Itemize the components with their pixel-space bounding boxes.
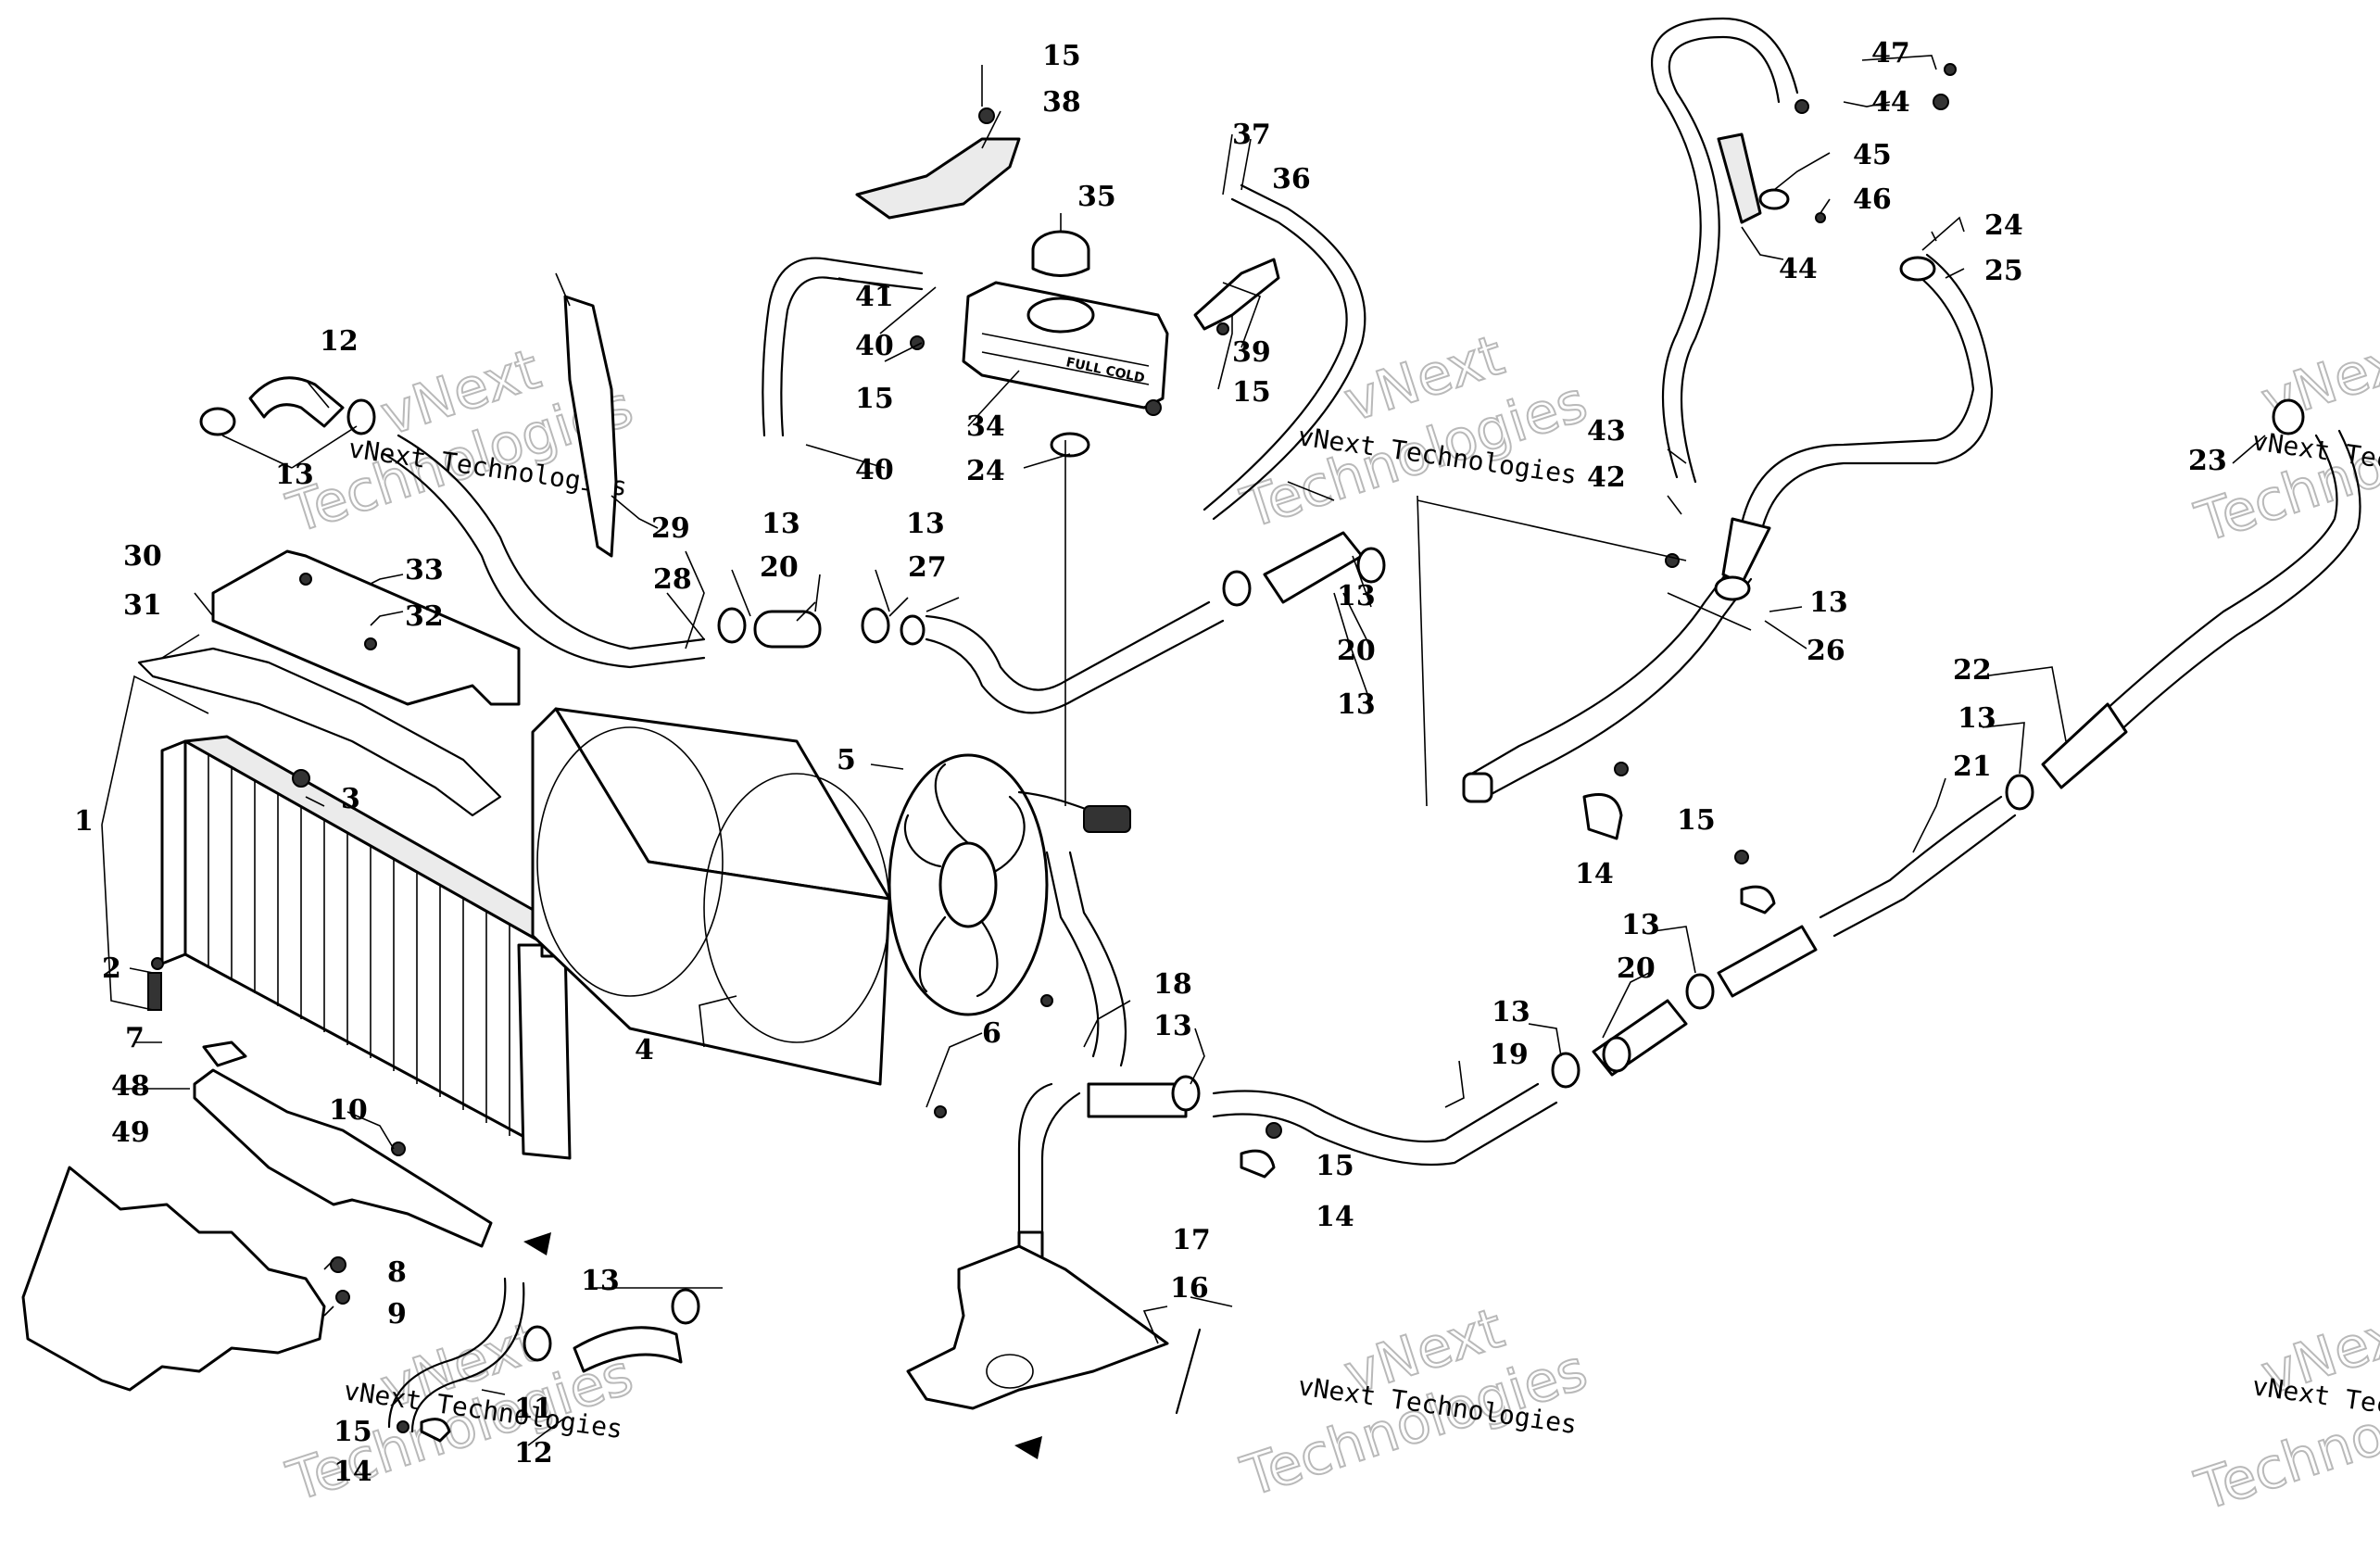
bracket-30 bbox=[211, 549, 521, 706]
callout-20-b: 20 bbox=[1337, 635, 1376, 667]
callout-27: 27 bbox=[908, 551, 947, 584]
guard-49 bbox=[21, 1166, 326, 1392]
callout-25: 25 bbox=[1984, 255, 2023, 287]
callout-8: 8 bbox=[387, 1256, 407, 1289]
callout-23: 23 bbox=[2188, 445, 2227, 477]
callout-9: 9 bbox=[387, 1298, 407, 1331]
callouts: 1 2 3 4 5 6 7 8 9 10 11 12 12 13 13 13 1… bbox=[74, 37, 2227, 1488]
callout-13-e: 13 bbox=[1337, 688, 1376, 721]
callout-48: 48 bbox=[111, 1070, 150, 1103]
cooling-fan bbox=[888, 753, 1131, 1016]
callout-45: 45 bbox=[1853, 139, 1892, 171]
direction-markers bbox=[523, 1232, 1042, 1459]
callout-19: 19 bbox=[1490, 1039, 1529, 1071]
callout-30: 30 bbox=[123, 540, 162, 573]
callout-26: 26 bbox=[1807, 635, 1845, 667]
fan-shroud bbox=[531, 707, 891, 1086]
strap-31 bbox=[137, 647, 502, 817]
callout-37: 37 bbox=[1232, 119, 1271, 151]
callout-15-e: 15 bbox=[1316, 1150, 1354, 1182]
callout-33: 33 bbox=[405, 554, 444, 586]
callout-6: 6 bbox=[982, 1017, 1001, 1050]
fasteners bbox=[151, 63, 1957, 1433]
callout-15-f: 15 bbox=[334, 1416, 372, 1448]
callout-1: 1 bbox=[74, 805, 94, 838]
tank-bracket bbox=[855, 137, 1021, 220]
leader-lines bbox=[101, 55, 2266, 1446]
callout-24-a: 24 bbox=[966, 455, 1005, 487]
callout-14-c: 14 bbox=[334, 1456, 372, 1488]
callout-4: 4 bbox=[635, 1034, 654, 1066]
callout-12-lower: 12 bbox=[514, 1437, 553, 1469]
callout-14-a: 14 bbox=[1575, 858, 1614, 890]
callout-34: 34 bbox=[966, 410, 1005, 443]
radiator bbox=[147, 735, 581, 1160]
callout-12-upper: 12 bbox=[320, 325, 359, 358]
callout-2: 2 bbox=[102, 952, 121, 985]
callout-13-j: 13 bbox=[1153, 1010, 1192, 1042]
callout-44-a: 44 bbox=[1779, 253, 1818, 285]
tank-mount bbox=[1193, 258, 1280, 331]
callout-20-a: 20 bbox=[760, 551, 799, 584]
callout-14-b: 14 bbox=[1316, 1201, 1354, 1233]
callout-15-b: 15 bbox=[855, 383, 894, 415]
callout-13-i: 13 bbox=[1492, 996, 1530, 1028]
callout-40-b: 40 bbox=[855, 454, 894, 486]
hose-clamps bbox=[199, 256, 2305, 1362]
callout-13-a: 13 bbox=[275, 459, 314, 491]
p-clamps bbox=[420, 793, 1776, 1443]
callout-7: 7 bbox=[125, 1022, 145, 1054]
callout-41: 41 bbox=[855, 281, 894, 313]
callout-38: 38 bbox=[1042, 86, 1081, 119]
callout-36: 36 bbox=[1272, 163, 1311, 196]
marker-arrow-lower-left bbox=[523, 1232, 551, 1255]
callout-46: 46 bbox=[1853, 183, 1892, 216]
callout-49: 49 bbox=[111, 1116, 150, 1149]
callout-13-g: 13 bbox=[1958, 702, 1996, 735]
callout-13-b: 13 bbox=[762, 508, 800, 540]
callout-43: 43 bbox=[1587, 415, 1626, 448]
deflector-29 bbox=[563, 295, 618, 558]
callout-13-c: 13 bbox=[906, 508, 945, 540]
callout-35: 35 bbox=[1077, 181, 1116, 213]
coolant-tank: FULL COLD bbox=[962, 230, 1169, 410]
callout-40-a: 40 bbox=[855, 330, 894, 362]
callout-17: 17 bbox=[1172, 1224, 1211, 1256]
callout-22: 22 bbox=[1953, 654, 1992, 687]
callout-39: 39 bbox=[1232, 336, 1271, 369]
callout-47: 47 bbox=[1871, 37, 1910, 69]
cable-tie-16 bbox=[1175, 1328, 1202, 1415]
callout-31: 31 bbox=[123, 589, 162, 622]
marker-arrow-lower-center bbox=[1014, 1436, 1042, 1459]
callout-28: 28 bbox=[653, 563, 692, 596]
callout-10: 10 bbox=[329, 1094, 368, 1127]
callout-15-c: 15 bbox=[1232, 376, 1271, 409]
callout-18: 18 bbox=[1153, 968, 1192, 1001]
bracket-48 bbox=[193, 1068, 493, 1248]
callout-13-f: 13 bbox=[1809, 586, 1848, 619]
callout-21: 21 bbox=[1953, 750, 1992, 783]
bracket-17 bbox=[906, 1244, 1169, 1410]
callout-29: 29 bbox=[651, 512, 690, 545]
callout-13-h: 13 bbox=[1621, 909, 1660, 941]
hoses bbox=[248, 17, 2361, 1433]
callout-3: 3 bbox=[341, 783, 360, 815]
callout-13-k: 13 bbox=[581, 1265, 620, 1297]
callout-20-c: 20 bbox=[1617, 952, 1656, 985]
callout-15-a: 15 bbox=[1042, 40, 1081, 72]
callout-15-d: 15 bbox=[1677, 804, 1716, 837]
callout-24-b: 24 bbox=[1984, 209, 2023, 242]
callout-44-b: 44 bbox=[1871, 86, 1910, 119]
callout-16: 16 bbox=[1170, 1272, 1209, 1305]
callout-13-d: 13 bbox=[1337, 580, 1376, 612]
callout-32: 32 bbox=[405, 600, 444, 633]
callout-42: 42 bbox=[1587, 461, 1626, 494]
callout-11: 11 bbox=[514, 1393, 553, 1425]
callout-5: 5 bbox=[837, 744, 856, 776]
